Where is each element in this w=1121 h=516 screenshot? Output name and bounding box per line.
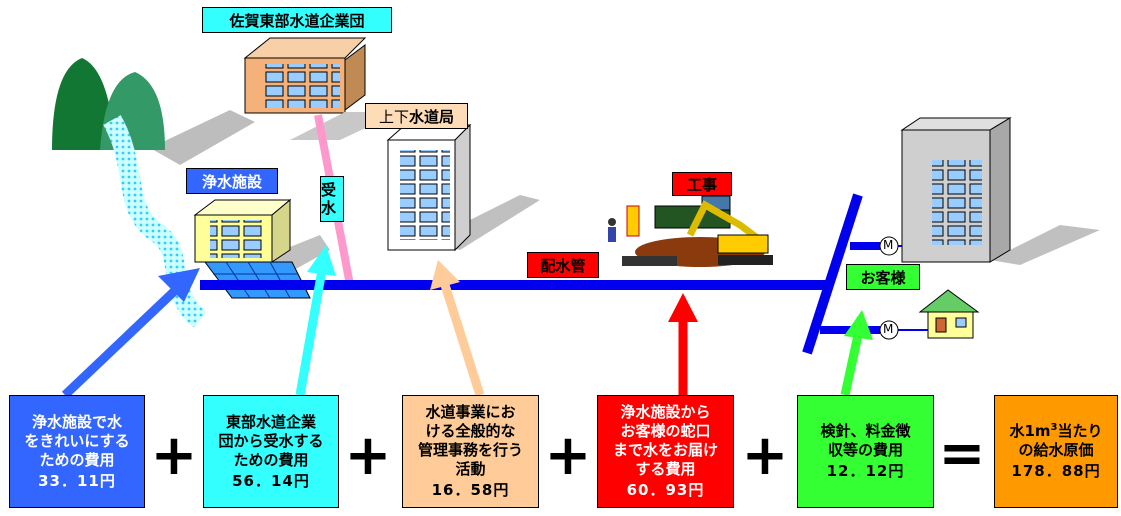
cost-amount: 12．12円: [826, 462, 905, 480]
mountains: [52, 58, 255, 165]
purification-plant: [193, 198, 330, 299]
cost-text: ける全般的な: [425, 422, 516, 440]
cost-text: 管理事務を行う: [417, 441, 523, 459]
customer-label: お客様: [846, 264, 920, 290]
cost-text: 収等の費用: [827, 441, 903, 459]
cost-box-billing: 検針、料金徴 収等の費用 12．12円: [797, 395, 934, 508]
house-icon: [918, 289, 980, 339]
cost-text: 水道事業にお: [425, 403, 516, 421]
cost-amount: 16．58円: [431, 481, 510, 499]
cost-text: 活動: [455, 460, 486, 478]
result-box: 水1m3当たり の給水原価 178．88円: [994, 395, 1118, 508]
cost-text: お客様の蛇口: [620, 422, 711, 440]
cost-box-purification: 浄水施設で水 をきれいにする ための費用 33．11円: [9, 395, 145, 508]
cost-text: 浄水施設から: [620, 403, 711, 421]
cost-amount: 33．11円: [38, 471, 116, 490]
bureau-main: 水道局: [409, 107, 455, 126]
result-line1-sup: 3: [1050, 422, 1058, 433]
cost-amount: 60．93円: [626, 481, 705, 499]
meter-label-bottom: M: [883, 322, 894, 336]
construction-scene: [608, 195, 773, 267]
plus-operator: +: [150, 423, 198, 488]
result-line1-post: 当たり: [1057, 422, 1103, 440]
cost-text: 東部水道企業: [225, 412, 316, 431]
plant-label: 浄水施設: [186, 168, 278, 194]
cost-text: ための費用: [233, 450, 309, 469]
plus-operator: +: [344, 423, 392, 488]
cost-text: をきれいにする: [24, 431, 130, 450]
cost-text: する費用: [635, 460, 696, 478]
result-line2: の給水原価: [1018, 441, 1094, 459]
meter-label-top: M: [883, 238, 894, 252]
result-amount: 178．88円: [1011, 462, 1101, 480]
result-line1: 水1m3当たり: [1009, 422, 1102, 441]
receive-label-text: 受水: [321, 181, 337, 217]
cost-box-receive: 東部水道企業 団から受水する ための費用 56．14円: [203, 395, 339, 508]
receive-label: 受水: [320, 176, 344, 222]
cost-text: まで水をお届け: [612, 441, 718, 459]
meter-icon: [879, 236, 899, 340]
cost-text: 浄水施設で水: [31, 412, 122, 431]
cost-text: ための費用: [39, 450, 115, 469]
result-line1-pre: 水1m: [1009, 422, 1051, 440]
plus-operator: +: [544, 423, 592, 488]
cost-text: 団から受水する: [218, 431, 324, 450]
bureau-label: 上下 水道局: [365, 103, 468, 129]
construction-label: 工事: [672, 172, 732, 196]
pipe-label: 配水管: [527, 252, 599, 278]
bureau-prefix: 上下: [378, 107, 409, 126]
cost-arrows: [61, 245, 873, 399]
plus-operator: +: [741, 423, 789, 488]
cost-box-administration: 水道事業にお ける全般的な 管理事務を行う 活動 16．58円: [402, 395, 539, 508]
water-bureau-building: [386, 123, 540, 252]
cost-text: 検針、料金徴: [820, 422, 911, 440]
equals-operator: =: [938, 421, 986, 486]
cost-amount: 56．14円: [232, 471, 310, 490]
customer-building: [900, 117, 1100, 265]
cost-box-delivery: 浄水施設から お客様の蛇口 まで水をお届け する費用 60．93円: [597, 395, 734, 508]
authority-label: 佐賀東部水道企業団: [202, 7, 392, 33]
